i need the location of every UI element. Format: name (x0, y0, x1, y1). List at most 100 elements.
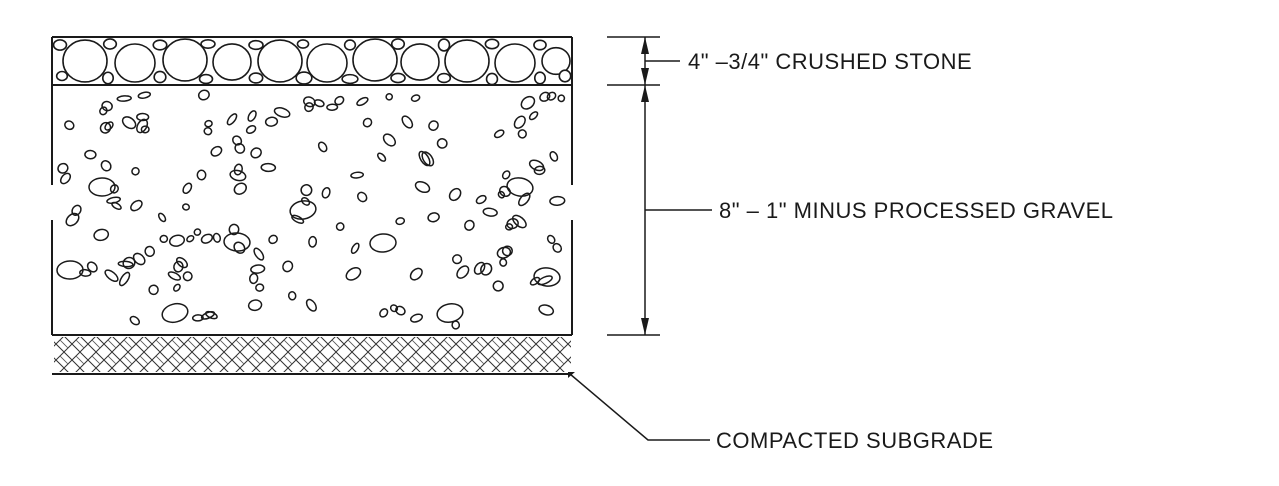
gravel-pebble (197, 89, 210, 101)
gravel-pebble (282, 260, 294, 273)
gravel-pebble (161, 302, 189, 324)
gravel-pebble (101, 100, 113, 112)
gravel-pebble (212, 232, 222, 243)
gravel-pebble (401, 115, 414, 129)
gravel-pebble (549, 195, 566, 206)
crushed-stone (494, 43, 536, 83)
crushed-stone-layer (51, 36, 573, 86)
crushed-stone (436, 72, 452, 84)
gravel-pebble (533, 267, 561, 287)
gravel-pebble (496, 246, 512, 259)
gravel-pebble (203, 127, 213, 136)
gravel-pebble (204, 119, 213, 128)
gravel-pebble (106, 196, 122, 204)
gravel-pebble (300, 184, 313, 197)
gravel-pebble (137, 91, 152, 99)
gravel-pebble (140, 125, 150, 134)
crushed-stone (248, 39, 264, 51)
crushed-stone (295, 71, 313, 85)
gravel-pebble (317, 141, 328, 153)
gravel-pebble (191, 314, 204, 322)
gravel-pebble (116, 95, 132, 102)
gravel-pebble (84, 149, 97, 160)
gravel-pebble (517, 129, 527, 139)
gravel-pebble (451, 320, 461, 330)
gravel-pebble (104, 121, 114, 131)
gravel-pebble (557, 94, 566, 103)
gravel-pebble (382, 133, 397, 147)
gravel-pebble (182, 182, 193, 195)
gravel-pebble (104, 269, 119, 283)
gravel-pebble (345, 267, 362, 281)
gravel-pebble (130, 199, 143, 212)
gravel-pebble (144, 245, 155, 258)
gravel-pebble (451, 254, 463, 265)
label-compacted-subgrade: COMPACTED SUBGRADE (716, 428, 994, 453)
crushed-stone (558, 69, 572, 83)
gravel-pebble (268, 234, 278, 245)
crushed-stone (248, 72, 264, 84)
gravel-pebble (79, 268, 92, 277)
gravel-pebble (410, 94, 421, 102)
crushed-stone (55, 70, 69, 82)
gravel-pebble (250, 264, 266, 274)
gravel-pebble (88, 177, 116, 197)
leader-subgrade (569, 373, 710, 441)
gravel-pebble (247, 110, 257, 122)
crushed-stone (257, 39, 303, 83)
gravel-pebble (335, 222, 345, 232)
gravel-fill (56, 89, 566, 330)
gravel-pebble (436, 303, 464, 323)
gravel-pebble (308, 235, 318, 248)
gravel-pebble (167, 271, 182, 281)
gravel-pebble (172, 283, 181, 292)
gravel-pebble (428, 120, 439, 131)
crushed-stone (400, 43, 440, 81)
gravel-pebble (59, 172, 72, 185)
gravel-pebble (273, 107, 291, 118)
crushed-stone (62, 39, 108, 83)
gravel-pebble (493, 129, 505, 139)
gravel-pebble (504, 223, 514, 231)
crushed-stone (102, 38, 118, 50)
gravel-pebble (305, 298, 317, 312)
gravel-pebble (350, 171, 365, 179)
gravel-pebble (414, 180, 431, 194)
gravel-pebble (499, 258, 508, 267)
gravel-pebble (350, 242, 360, 255)
gravel-pebble (546, 91, 557, 101)
gravel-pebble (148, 284, 159, 296)
gravel-pebble (395, 217, 406, 226)
gravel-pebble (93, 228, 110, 242)
subgrade-leader (568, 372, 710, 441)
gravel-pebble (117, 260, 134, 268)
gravel-pebble (385, 93, 394, 101)
gravel-pebble (326, 103, 339, 111)
gravel-pebble (356, 96, 369, 107)
crushed-stone (198, 73, 214, 85)
crushed-stone (533, 39, 547, 51)
gravel-pebble (475, 194, 487, 205)
gravel-pebble (260, 162, 277, 173)
crushed-stone-fill (52, 38, 572, 86)
gravel-pebble (409, 267, 423, 281)
gravel-pebble (109, 184, 119, 194)
gravel-pebble (379, 308, 389, 318)
gravel-pebble (376, 152, 387, 162)
arrow-down-icon (641, 318, 649, 335)
gravel-pebble (528, 111, 539, 121)
gravel-pebble (501, 245, 513, 257)
crushed-stone (114, 43, 156, 83)
gravel-pebble (122, 256, 136, 270)
gravel-pebble (210, 145, 223, 157)
gravel-pebble (539, 91, 551, 102)
gravel-pebble (369, 233, 397, 253)
gravel-pebble (499, 185, 511, 198)
gravel-pebble (389, 304, 399, 313)
gravel-pebble (168, 234, 186, 247)
gravel-pebble (57, 162, 69, 174)
gravel-pebble (253, 247, 265, 261)
gravel-pebble (334, 95, 345, 106)
gravel-pebble (186, 234, 195, 243)
